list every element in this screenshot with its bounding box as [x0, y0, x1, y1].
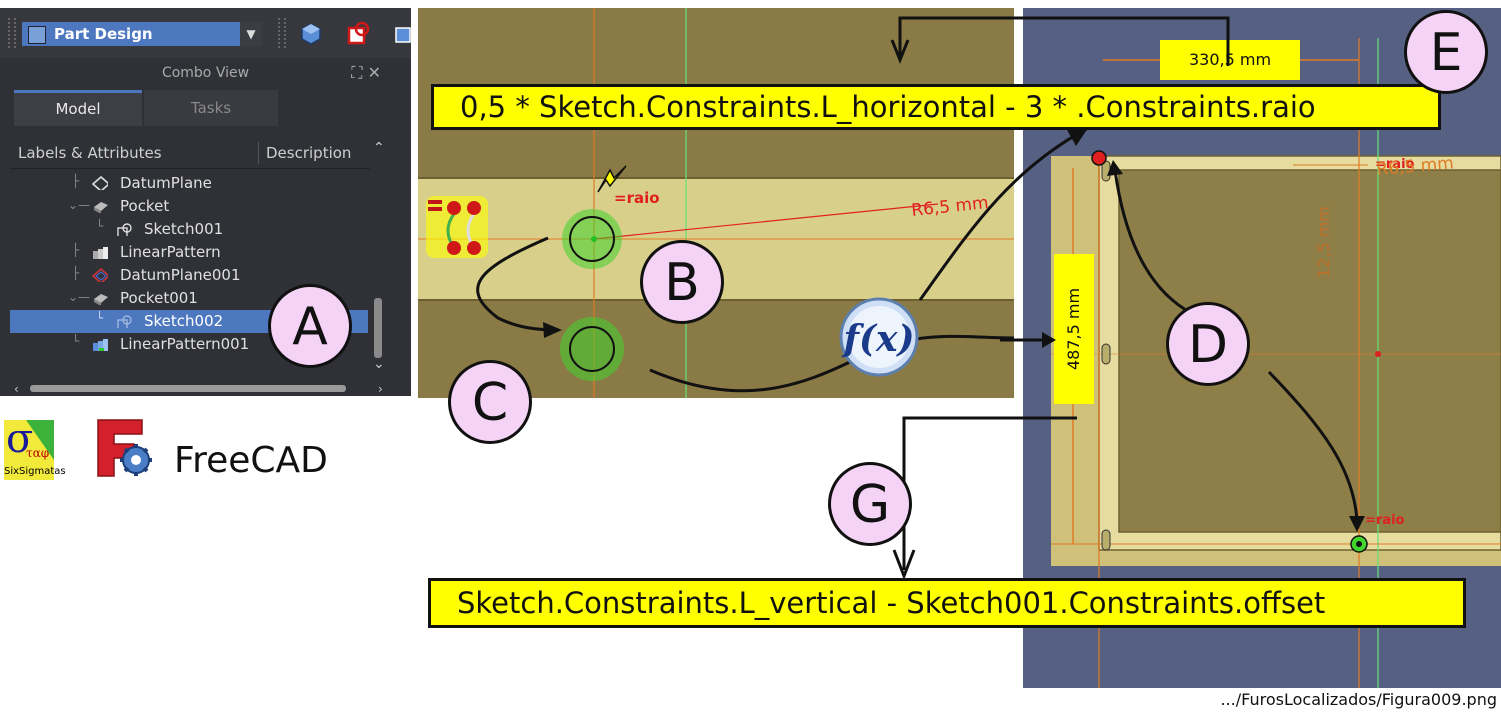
horizontal-scrollbar[interactable]: ‹ ›	[14, 382, 386, 394]
tree-item-label: Pocket001	[120, 289, 198, 307]
datum-plane-icon	[92, 176, 108, 190]
constraint-equal-icon	[426, 196, 488, 258]
small-dimension: 12,5 mm	[1314, 206, 1333, 278]
toolbar: Part Design ▼	[0, 8, 411, 58]
formula-bottom: Sketch.Constraints.L_vertical - Sketch00…	[428, 578, 1466, 628]
toolbar-more-icon[interactable]	[392, 20, 411, 46]
callout-g: G	[828, 462, 912, 546]
chevron-down-icon[interactable]: ▼	[240, 22, 262, 46]
svg-text:‹: ‹	[14, 382, 19, 394]
tab-model[interactable]: Model	[14, 90, 142, 126]
pocket-icon	[94, 202, 108, 213]
svg-text:›: ›	[378, 382, 383, 394]
connector-e	[890, 16, 1230, 66]
sketch-icon	[117, 315, 132, 328]
close-icon[interactable]: ⛶ ✕	[351, 63, 381, 82]
tree-item-sketch001[interactable]: └ Sketch001	[10, 218, 368, 241]
linear-pattern-icon	[93, 339, 108, 351]
fx-expression-icon: f(x)	[839, 297, 919, 377]
tree-item-label: DatumPlane001	[120, 266, 241, 284]
tree-item-linearpattern001[interactable]: └ LinearPattern001	[10, 333, 368, 356]
sixsigma-logo: σ ταφ SixSigmatas	[4, 416, 66, 480]
tree-item-label: LinearPattern	[120, 243, 221, 261]
svg-text:⌄: ⌄	[373, 356, 385, 368]
callout-d: D	[1166, 302, 1250, 386]
freecad-logo-icon	[97, 419, 152, 477]
connector-fx	[918, 126, 1089, 348]
tree-item-datumplane[interactable]: ├ DatumPlane	[10, 172, 368, 195]
part-design-icon	[28, 26, 46, 44]
formula-top: 0,5 * Sketch.Constraints.L_horizontal - …	[431, 84, 1441, 130]
callout-b: B	[640, 240, 724, 324]
linear-pattern-icon	[93, 247, 108, 259]
tab-tasks[interactable]: Tasks	[144, 90, 278, 126]
tree-item-datumplane001[interactable]: ├ DatumPlane001	[10, 264, 368, 287]
tree-item-label: LinearPattern001	[120, 335, 250, 353]
tab-bar: Model Tasks	[14, 90, 284, 126]
dimension-horizontal[interactable]: 330,5 mm	[1160, 40, 1300, 80]
workbench-selector[interactable]: Part Design ▼	[22, 22, 262, 46]
tree-item-pocket[interactable]: ⌄— Pocket	[10, 195, 368, 218]
raio-label-top: =raio	[1375, 157, 1415, 172]
combo-view-title: Combo View	[161, 65, 250, 81]
toolbar-grip[interactable]	[278, 18, 286, 48]
new-sketch-icon[interactable]	[346, 20, 372, 46]
raio-label: =raio	[614, 189, 660, 207]
pocket-icon	[94, 294, 108, 305]
toolbar-grip[interactable]	[8, 18, 16, 48]
tree-item-pocket001[interactable]: ⌄— Pocket001	[10, 287, 368, 310]
callout-e: E	[1404, 10, 1488, 94]
dimension-vertical-box[interactable]: 487,5 mm	[1054, 254, 1094, 404]
workbench-label: Part Design	[54, 25, 153, 43]
datum-plane-icon	[92, 268, 108, 282]
sketch-icon	[117, 223, 132, 236]
fx-label: f(x)	[840, 318, 914, 360]
freecad-wordmark: FreeCAD	[174, 440, 328, 481]
tree-header: Labels & Attributes Description	[10, 138, 370, 169]
3d-view[interactable]: =raio =raio R6,5 mm 12,5 mm	[1023, 8, 1501, 688]
body-icon[interactable]	[298, 20, 324, 46]
raio-label-bottom: =raio	[1365, 513, 1405, 528]
vertical-scrollbar[interactable]: ⌃ ⌄	[370, 138, 386, 368]
sixsigma-text: SixSigmatas	[4, 466, 66, 477]
callout-c: C	[448, 360, 532, 444]
callout-a: A	[268, 284, 352, 368]
combo-view-panel: Part Design ▼ Combo View ⛶ ✕ Model Tasks…	[0, 8, 411, 396]
connector-g	[892, 416, 1074, 581]
column-labels-attributes[interactable]: Labels & Attributes	[18, 144, 162, 162]
image-caption: .../FurosLocalizados/Figura009.png	[1220, 690, 1498, 709]
column-description[interactable]: Description	[266, 144, 352, 162]
tree-item-label: Pocket	[120, 197, 170, 215]
tree-item-label: Sketch001	[144, 220, 224, 238]
tree-item-label: Sketch002	[144, 312, 224, 330]
svg-text:⌃: ⌃	[373, 140, 385, 156]
sixsigma-sub: ταφ	[26, 446, 50, 460]
tree-item-linearpattern[interactable]: ├ LinearPattern	[10, 241, 368, 264]
tree-item-label: DatumPlane	[120, 174, 212, 192]
